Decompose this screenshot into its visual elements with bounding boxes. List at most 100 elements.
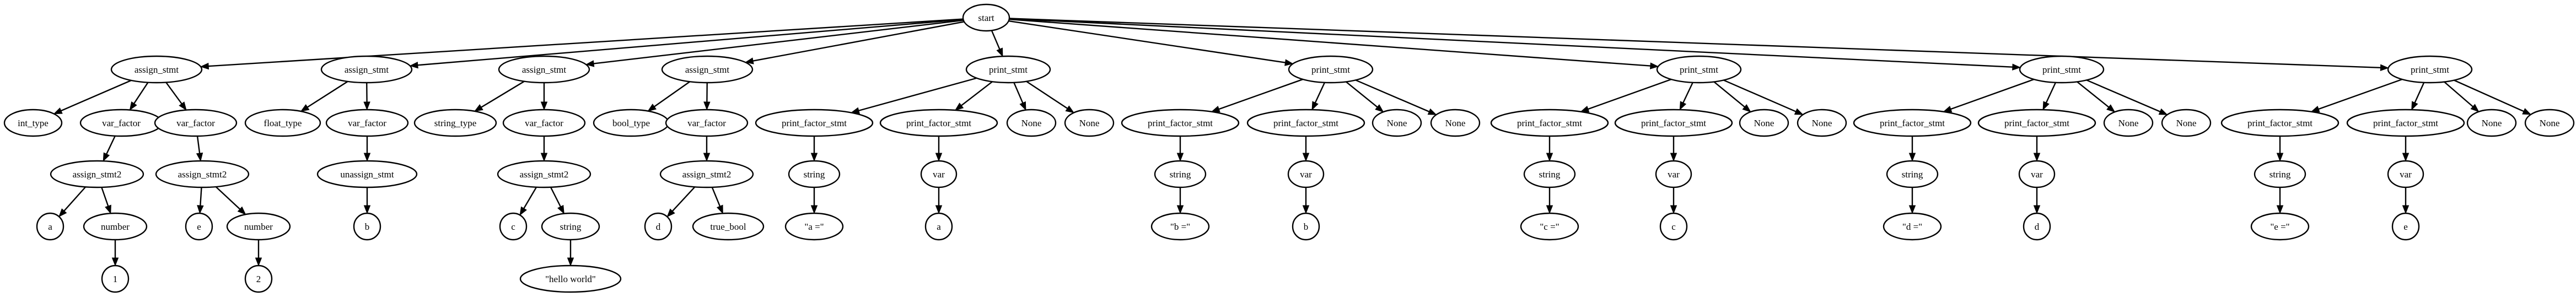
edge-n28-n29	[671, 186, 696, 212]
edges-layer	[53, 18, 2532, 267]
tree-node: None	[2524, 109, 2575, 137]
node-label: print_stmt	[1680, 64, 1718, 75]
edge-n58-n62	[2045, 82, 2057, 103]
arrowhead-n40-n41	[1211, 106, 1220, 112]
edge-n4-n9	[196, 136, 201, 154]
node-ellipse	[644, 212, 673, 241]
node-label: print_factor_stmt	[1880, 118, 1945, 128]
node-label: None	[1754, 118, 1774, 128]
node-ellipse	[3, 109, 63, 137]
tree-node: print_factor_stmt	[2220, 109, 2340, 137]
tree-node: print_stmt	[965, 55, 1051, 84]
edge-n0-n31	[991, 30, 1001, 50]
edge-n58-n59	[1950, 78, 2035, 110]
edge-n1-n3	[133, 82, 149, 104]
tree-node: start	[962, 3, 1010, 32]
node-label: print_factor_stmt	[2247, 118, 2313, 128]
node-ellipse	[692, 212, 765, 241]
node-ellipse	[1292, 212, 1320, 241]
tree-node: print_factor_stmt	[1121, 109, 1240, 137]
node-ellipse	[244, 264, 273, 293]
edge-n40-n44	[1314, 82, 1326, 103]
node-label: None	[2118, 118, 2139, 128]
node-label: c	[1671, 222, 1676, 232]
node-ellipse	[1853, 109, 1972, 137]
node-label: number	[244, 222, 273, 232]
node-ellipse	[1121, 109, 1240, 137]
edge-n0-n1	[208, 18, 964, 67]
node-label: None	[1387, 118, 1407, 128]
arrowhead-n68-n69	[2276, 153, 2284, 162]
node-ellipse	[965, 55, 1051, 84]
node-label: "c ="	[1540, 222, 1559, 232]
arrowhead-n25-n26	[647, 104, 657, 112]
arrowhead-n49-n57	[1794, 108, 1804, 115]
tree-node: print_factor_stmt	[1614, 109, 1733, 137]
node-label: a	[937, 222, 941, 232]
tree-node: assign_stmt2	[659, 160, 754, 188]
tree-node: "a ="	[784, 212, 844, 241]
arrowhead-n18-n20	[540, 101, 548, 111]
arrowhead-n0-n40	[1284, 59, 1294, 66]
node-label: assign_stmt	[685, 64, 730, 75]
tree-node: None	[1430, 109, 1481, 137]
tree-node: "hello world"	[519, 264, 622, 293]
node-ellipse	[2387, 160, 2424, 188]
node-ellipse	[2019, 55, 2105, 84]
tree-node: print_factor_stmt	[1490, 109, 1609, 137]
arrowhead-n51-n52	[1546, 205, 1553, 214]
edge-n67-n74	[2444, 81, 2473, 107]
arrowhead-n35-n36	[935, 153, 943, 162]
arrowhead-n67-n71	[2411, 101, 2418, 111]
node-ellipse	[1520, 212, 1579, 241]
tree-node: None	[1739, 109, 1789, 137]
arrowhead-n0-n13	[409, 61, 418, 69]
node-ellipse	[1288, 55, 1374, 84]
tree-node: "d ="	[1883, 212, 1942, 241]
tree-node: d	[644, 212, 673, 241]
edge-n21-n22	[523, 187, 537, 209]
node-label: start	[978, 13, 994, 23]
arrowhead-n23-n24	[567, 257, 574, 267]
node-label: "a ="	[804, 222, 824, 232]
node-ellipse	[226, 212, 291, 241]
node-ellipse	[1006, 109, 1057, 137]
node-label: print_stmt	[1311, 64, 1350, 75]
node-ellipse	[1064, 109, 1115, 137]
node-ellipse	[325, 109, 409, 137]
arrowhead-n0-n18	[585, 60, 595, 67]
tree-node: string	[2254, 160, 2306, 188]
arrowhead-n18-n19	[474, 104, 483, 112]
arrowhead-n5-n7	[105, 204, 111, 214]
tree-node: print_stmt	[2019, 55, 2105, 84]
arrowhead-n33-n34	[810, 205, 818, 214]
node-label: string	[1170, 169, 1191, 180]
node-label: bool_type	[612, 118, 650, 128]
arrowhead-n28-n30	[716, 204, 723, 214]
arrowhead-n13-n15	[363, 101, 370, 111]
tree-node: var_factor	[154, 109, 238, 137]
node-ellipse	[2254, 160, 2306, 188]
node-label: None	[1079, 118, 1100, 128]
tree-node: "c ="	[1520, 212, 1579, 241]
edge-n13-n14	[307, 80, 348, 108]
node-label: e	[197, 222, 201, 232]
node-label: e	[2403, 222, 2408, 232]
tree-node: var	[2387, 160, 2424, 188]
arrowhead-n72-n73	[2402, 205, 2410, 214]
node-ellipse	[519, 264, 622, 293]
edge-n5-n7	[101, 187, 109, 207]
arrowhead-n42-n43	[1176, 205, 1184, 214]
edge-n1-n4	[165, 82, 182, 105]
node-ellipse	[2391, 212, 2420, 241]
node-ellipse	[155, 160, 250, 188]
node-label: a	[48, 222, 52, 232]
arrowhead-n3-n5	[103, 152, 110, 162]
node-label: d	[656, 222, 661, 232]
node-ellipse	[1659, 212, 1688, 241]
arrowhead-n0-n25	[744, 57, 754, 64]
node-ellipse	[1655, 160, 1692, 188]
node-ellipse	[1430, 109, 1481, 137]
node-label: assign_stmt2	[73, 169, 122, 180]
node-label: print_factor_stmt	[1641, 118, 1706, 128]
